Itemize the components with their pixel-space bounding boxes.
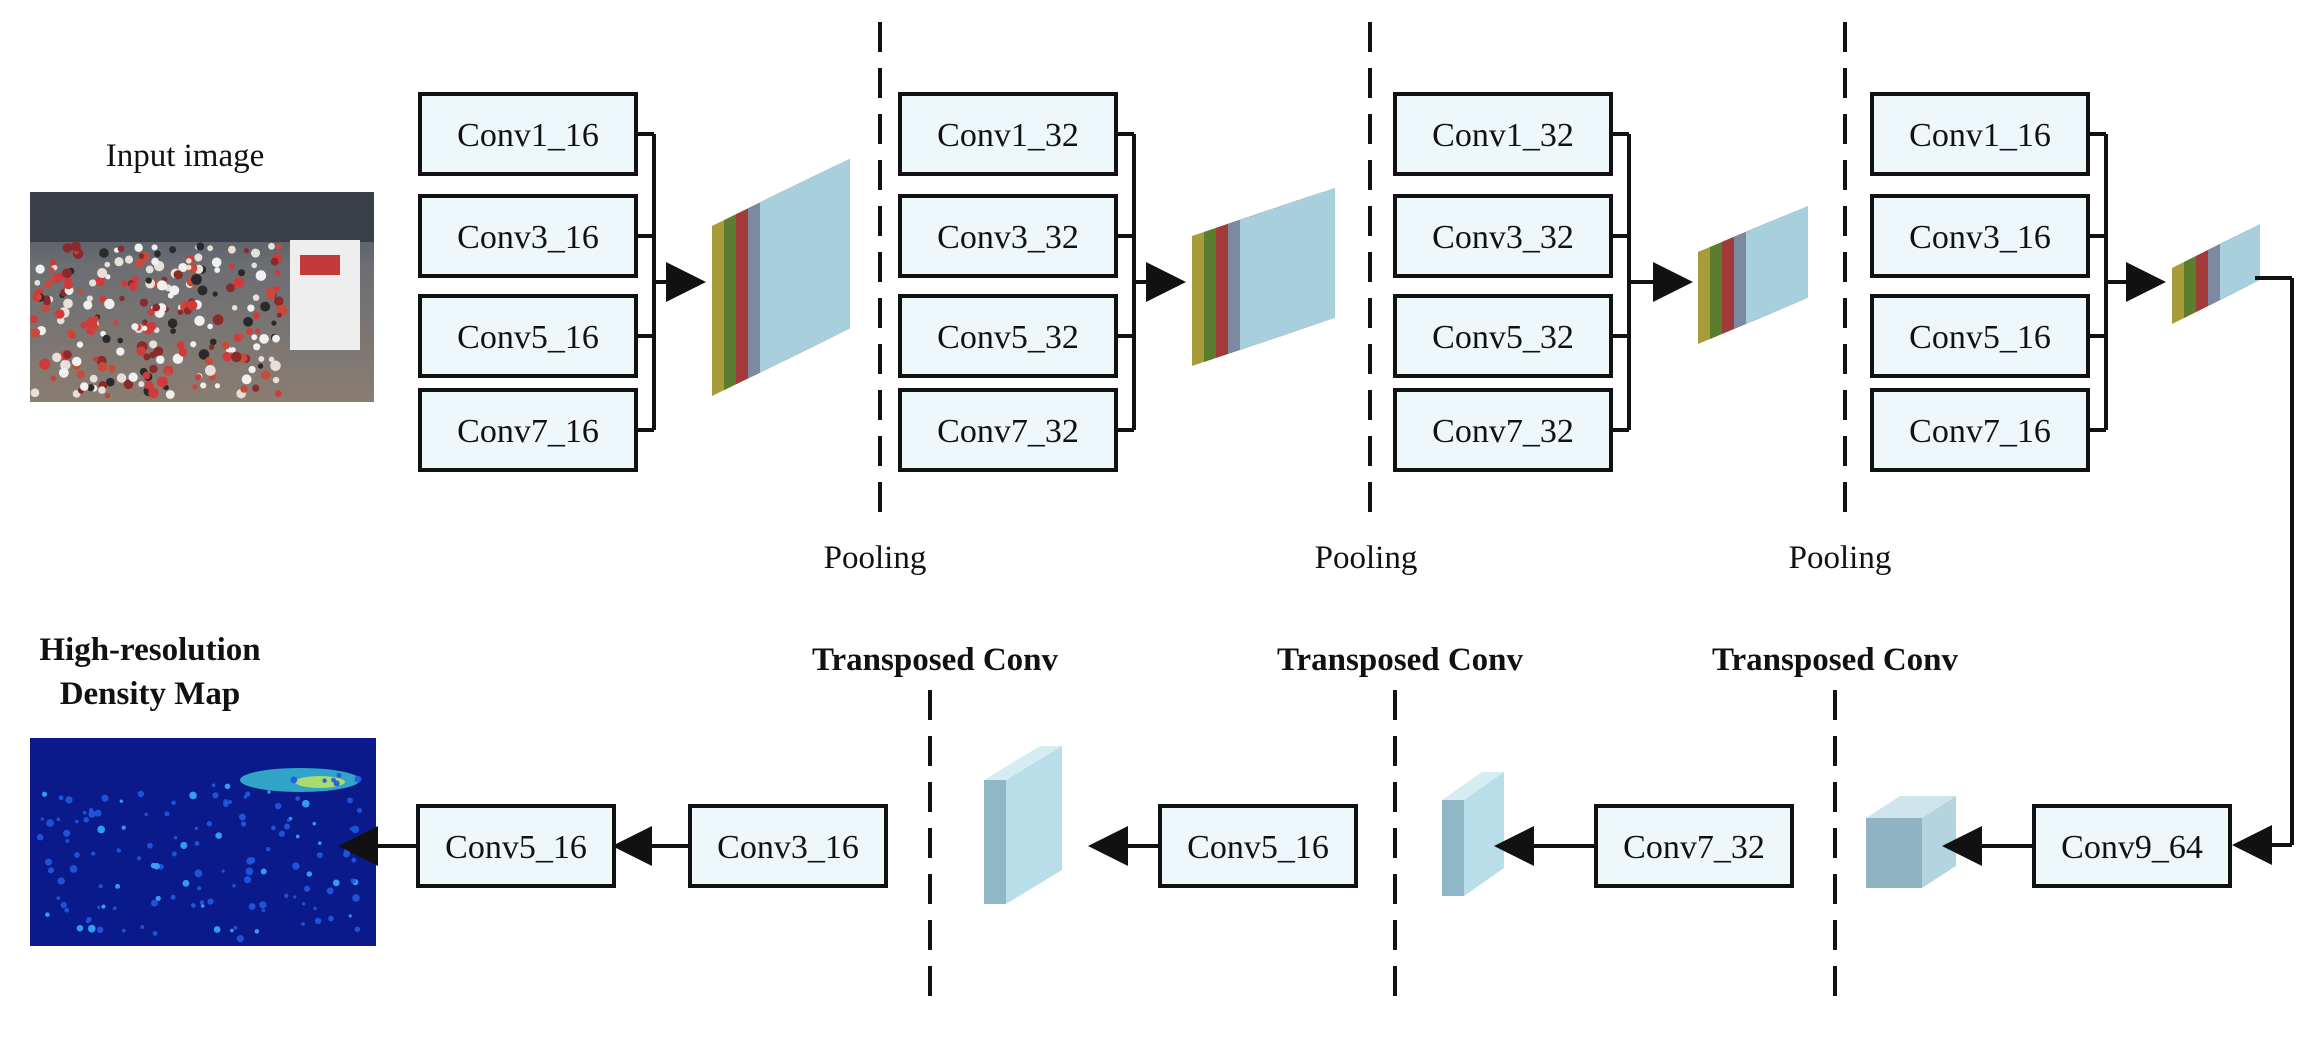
conv-box: Conv1_32 bbox=[1393, 92, 1613, 176]
conv-box: Conv3_32 bbox=[898, 194, 1118, 278]
conv-box-label: Conv3_16 bbox=[1909, 219, 2051, 256]
pooling-label-1: Pooling bbox=[824, 540, 927, 576]
conv-box: Conv1_16 bbox=[418, 92, 638, 176]
conv-box-label: Conv5_16 bbox=[1909, 319, 2051, 356]
conv-box: Conv5_32 bbox=[1393, 294, 1613, 378]
conv-box: Conv1_32 bbox=[898, 92, 1118, 176]
conv-box-label: Conv7_32 bbox=[1432, 413, 1574, 450]
conv-box: Conv3_32 bbox=[1393, 194, 1613, 278]
decoder-box-label: Conv5_16 bbox=[1187, 829, 1329, 866]
conv-box-label: Conv1_32 bbox=[937, 117, 1079, 154]
conv-box-label: Conv1_32 bbox=[1432, 117, 1574, 154]
conv-box: Conv7_32 bbox=[898, 388, 1118, 472]
decoder-path: Conv9_64 Conv7_32 Conv5_16 Conv3_16 Conv5_16 bbox=[338, 746, 2232, 904]
conv-box-label: Conv1_16 bbox=[457, 117, 599, 154]
conv-box-label: Conv3_16 bbox=[457, 219, 599, 256]
conv-box-label: Conv7_16 bbox=[457, 413, 599, 450]
decoder-box-label: Conv5_16 bbox=[445, 829, 587, 866]
output-title-line1: High-resolution bbox=[39, 632, 260, 668]
feature-slab-decoder-2 bbox=[1442, 772, 1504, 896]
density-map-image bbox=[30, 738, 376, 946]
transposed-label-2: Transposed Conv bbox=[1277, 642, 1524, 678]
conv-box-label: Conv7_32 bbox=[937, 413, 1079, 450]
decoder-box: Conv5_16 bbox=[416, 804, 616, 888]
decoder-box: Conv3_16 bbox=[688, 804, 888, 888]
conv-box: Conv5_32 bbox=[898, 294, 1118, 378]
conv-box: Conv7_32 bbox=[1393, 388, 1613, 472]
conv-box: Conv7_16 bbox=[1870, 388, 2090, 472]
conv-box: Conv3_16 bbox=[1870, 194, 2090, 278]
decoder-box-label: Conv9_64 bbox=[2061, 829, 2203, 866]
conv-box: Conv3_16 bbox=[418, 194, 638, 278]
feature-slab-decoder-3 bbox=[984, 746, 1062, 904]
decoder-box-label: Conv3_16 bbox=[717, 829, 859, 866]
feature-stack-2 bbox=[1192, 187, 1335, 366]
pooling-label-2: Pooling bbox=[1315, 540, 1418, 576]
decoder-box-label: Conv7_32 bbox=[1623, 829, 1765, 866]
input-crowd-image bbox=[30, 192, 374, 402]
conv-box-label: Conv3_32 bbox=[1432, 219, 1574, 256]
decoder-box: Conv9_64 bbox=[2032, 804, 2232, 888]
feature-stack-3 bbox=[1698, 205, 1808, 344]
transposed-label-1: Transposed Conv bbox=[812, 642, 1059, 678]
decoder-box: Conv7_32 bbox=[1594, 804, 1794, 888]
feature-map-stacks bbox=[712, 158, 2260, 396]
feature-block-decoder-1 bbox=[1866, 796, 1956, 888]
output-title-line2: Density Map bbox=[60, 676, 241, 712]
feature-stack-4 bbox=[2172, 224, 2260, 324]
feature-stack-1 bbox=[712, 158, 850, 396]
conv-box: Conv5_16 bbox=[418, 294, 638, 378]
conv-box: Conv5_16 bbox=[1870, 294, 2090, 378]
conv-box-label: Conv5_32 bbox=[937, 319, 1079, 356]
conv-box-label: Conv5_32 bbox=[1432, 319, 1574, 356]
connector-to-decoder bbox=[2232, 276, 2294, 865]
conv-box-label: Conv1_16 bbox=[1909, 117, 2051, 154]
conv-box-label: Conv5_16 bbox=[457, 319, 599, 356]
conv-box-label: Conv3_32 bbox=[937, 219, 1079, 256]
transposed-label-3: Transposed Conv bbox=[1712, 642, 1959, 678]
input-image-title: Input image bbox=[106, 138, 265, 174]
conv-box: Conv7_16 bbox=[418, 388, 638, 472]
conv-box: Conv1_16 bbox=[1870, 92, 2090, 176]
pooling-label-3: Pooling bbox=[1789, 540, 1892, 576]
decoder-box: Conv5_16 bbox=[1158, 804, 1358, 888]
conv-box-label: Conv7_16 bbox=[1909, 413, 2051, 450]
